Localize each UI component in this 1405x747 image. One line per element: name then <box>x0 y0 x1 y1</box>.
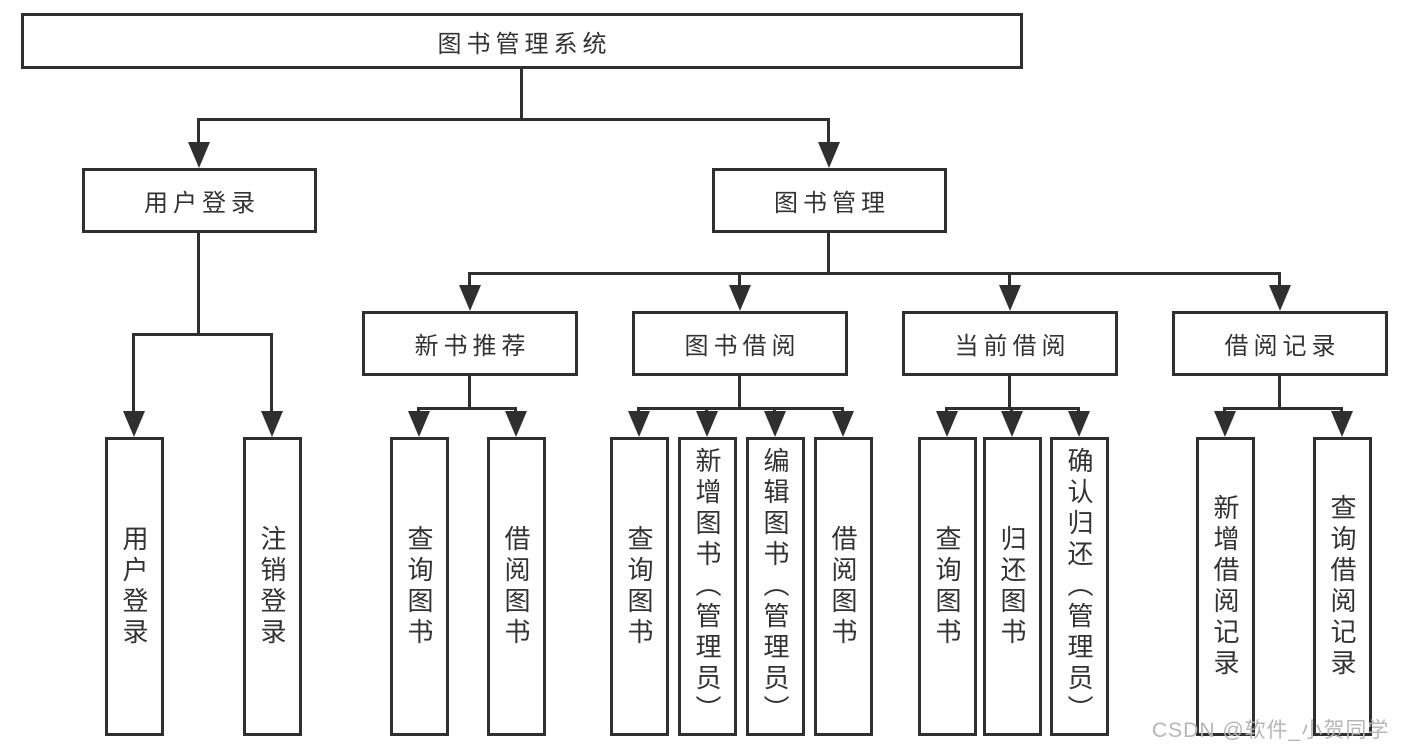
leaf-user-login: 用户登录 <box>105 437 164 736</box>
arrowhead-down-icon <box>1331 411 1353 437</box>
arrowhead-down-icon <box>261 411 283 437</box>
arrowhead-down-icon <box>1068 411 1090 437</box>
node-book-borrowing-label: 图书借阅 <box>684 333 801 360</box>
arrowhead-down-icon <box>459 285 481 311</box>
leaf-return-books: 归还图书 <box>983 437 1042 736</box>
node-root-label: 图书管理系统 <box>437 30 612 58</box>
connector-line <box>738 375 741 410</box>
connector-line <box>1008 272 1011 288</box>
leaf-borrow-books: 借阅图书 <box>814 437 873 736</box>
connector-line <box>417 407 517 410</box>
node-new-book-recommend-label: 新书推荐 <box>414 333 531 360</box>
connector-line <box>1223 407 1343 410</box>
arrowhead-down-icon <box>818 142 840 168</box>
arrowhead-down-icon <box>764 411 786 437</box>
connector-line <box>637 407 844 410</box>
arrowhead-down-icon <box>1001 411 1023 437</box>
node-borrowing-records-label: 借阅记录 <box>1224 333 1341 360</box>
connector-line <box>468 375 471 410</box>
leaf-confirm-return-admin: 确认归还（管理员） <box>1050 437 1109 736</box>
arrowhead-down-icon <box>408 411 430 437</box>
leaf-return-books-label: 归还图书 <box>997 524 1027 649</box>
connector-line <box>738 272 741 288</box>
leaf-query-borrow-record: 查询借阅记录 <box>1313 437 1372 736</box>
leaf-user-login-label: 用户登录 <box>119 524 149 649</box>
connector-line <box>827 118 830 146</box>
leaf-borrow-books-label: 借阅图书 <box>828 524 858 649</box>
node-user-login-label: 用户登录 <box>144 190 260 217</box>
leaf-add-borrow-record-label: 新增借阅记录 <box>1210 493 1240 680</box>
leaf-add-borrow-record: 新增借阅记录 <box>1196 437 1255 736</box>
arrowhead-down-icon <box>123 411 145 437</box>
arrowhead-down-icon <box>1214 411 1236 437</box>
leaf-query-books-current-label: 查询图书 <box>932 524 962 649</box>
arrowhead-down-icon <box>188 142 210 168</box>
arrowhead-down-icon <box>505 411 527 437</box>
leaf-query-books-borrowing: 查询图书 <box>610 437 669 736</box>
connector-line <box>270 333 273 415</box>
arrowhead-down-icon <box>1269 285 1291 311</box>
node-book-borrowing: 图书借阅 <box>632 311 848 376</box>
leaf-query-books-borrowing-label: 查询图书 <box>624 524 654 649</box>
leaf-edit-books-admin: 编辑图书（管理员） <box>746 437 805 736</box>
arrowhead-down-icon <box>936 411 958 437</box>
leaf-edit-books-admin-label: 编辑图书（管理员） <box>760 447 790 726</box>
connector-line <box>132 333 135 415</box>
arrowhead-down-icon <box>696 411 718 437</box>
leaf-logout: 注销登录 <box>243 437 302 736</box>
connector-line <box>197 118 200 146</box>
connector-line <box>468 272 1281 275</box>
leaf-add-books-admin: 新增图书（管理员） <box>678 437 737 736</box>
node-book-management: 图书管理 <box>712 168 947 233</box>
node-current-borrowing-label: 当前借阅 <box>954 333 1071 360</box>
leaf-query-borrow-record-label: 查询借阅记录 <box>1327 493 1357 680</box>
leaf-borrow-books-recommend-label: 借阅图书 <box>501 524 531 649</box>
connector-line <box>1278 272 1281 288</box>
connector-line <box>132 333 273 336</box>
connector-line <box>827 233 830 275</box>
node-book-management-label: 图书管理 <box>774 190 890 217</box>
node-new-book-recommend: 新书推荐 <box>362 311 578 376</box>
connector-line <box>1008 375 1011 410</box>
node-user-login: 用户登录 <box>82 168 317 233</box>
arrowhead-down-icon <box>832 411 854 437</box>
csdn-watermark: CSDN @软件_小贺同学 <box>1152 719 1390 742</box>
leaf-query-books-recommend: 查询图书 <box>390 437 449 736</box>
connector-line <box>520 68 523 121</box>
node-root: 图书管理系统 <box>21 13 1023 69</box>
connector-line <box>197 232 200 336</box>
arrowhead-down-icon <box>628 411 650 437</box>
node-borrowing-records: 借阅记录 <box>1172 311 1388 376</box>
arrowhead-down-icon <box>729 285 751 311</box>
node-current-borrowing: 当前借阅 <box>902 311 1118 376</box>
leaf-confirm-return-admin-label: 确认归还（管理员） <box>1064 447 1094 726</box>
leaf-add-books-admin-label: 新增图书（管理员） <box>692 447 722 726</box>
connector-line <box>197 118 830 121</box>
leaf-query-books-current: 查询图书 <box>918 437 977 736</box>
connector-line <box>1278 375 1281 410</box>
leaf-logout-label: 注销登录 <box>257 524 287 649</box>
connector-line <box>468 272 471 288</box>
leaf-query-books-recommend-label: 查询图书 <box>404 524 434 649</box>
arrowhead-down-icon <box>999 285 1021 311</box>
leaf-borrow-books-recommend: 借阅图书 <box>487 437 546 736</box>
